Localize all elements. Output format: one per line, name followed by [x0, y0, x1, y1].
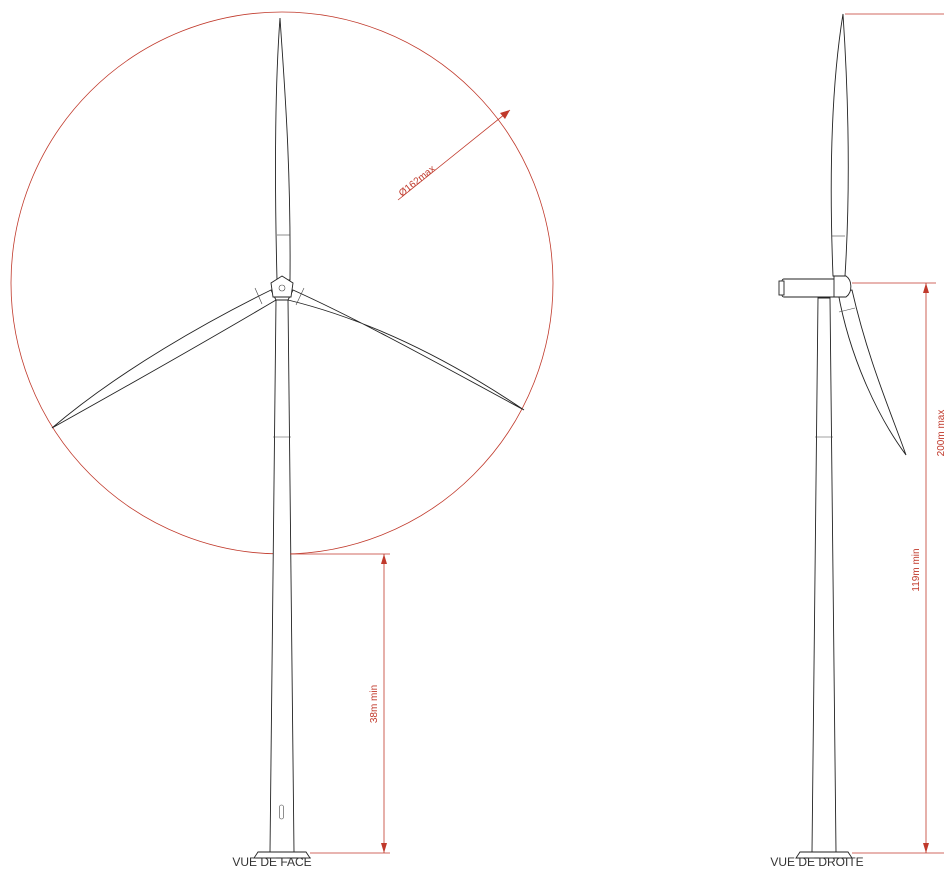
- front-view: Ø162max 38m min VUE DE FACE: [10, 11, 554, 869]
- front-blade-left: [51, 289, 277, 429]
- side-nacelle: [781, 278, 838, 298]
- side-hub: [833, 275, 852, 298]
- front-hub-center: [278, 284, 286, 292]
- rotor-diameter-arrow: [500, 110, 510, 119]
- front-blade-right: [287, 289, 525, 411]
- side-blade-down-root-joint: [838, 307, 856, 313]
- front-foundation: [253, 851, 311, 859]
- front-blade-top: [275, 17, 291, 281]
- front-tower: [269, 299, 295, 853]
- ground-clearance-arrow-bottom: [381, 843, 387, 853]
- side-tower: [811, 297, 837, 853]
- side-blade-down: [837, 289, 907, 456]
- rotor-diameter-leader: [397, 109, 511, 201]
- side-view-label: VUE DE DROITE: [770, 855, 863, 869]
- front-blade-left-root-joint: [254, 287, 263, 305]
- front-blade-right-root-joint: [295, 287, 305, 306]
- side-view: 119m min 200m max VUE DE DROITE: [770, 13, 944, 869]
- hub-height-arrow-bottom: [923, 843, 929, 853]
- side-nacelle-rear: [778, 280, 785, 296]
- ground-clearance-arrow-top: [381, 554, 387, 564]
- hub-height-label: 119m min: [911, 548, 922, 591]
- total-height-label: 200m max: [936, 410, 944, 457]
- hub-height-arrow-top: [923, 283, 929, 293]
- side-foundation: [795, 851, 853, 859]
- rotor-diameter-label: Ø162max: [397, 164, 438, 200]
- side-blade-up: [830, 13, 849, 277]
- front-tower-door: [279, 804, 284, 820]
- front-hub: [270, 275, 294, 298]
- front-view-label: VUE DE FACE: [232, 855, 311, 869]
- ground-clearance-label: 38m min: [369, 685, 380, 723]
